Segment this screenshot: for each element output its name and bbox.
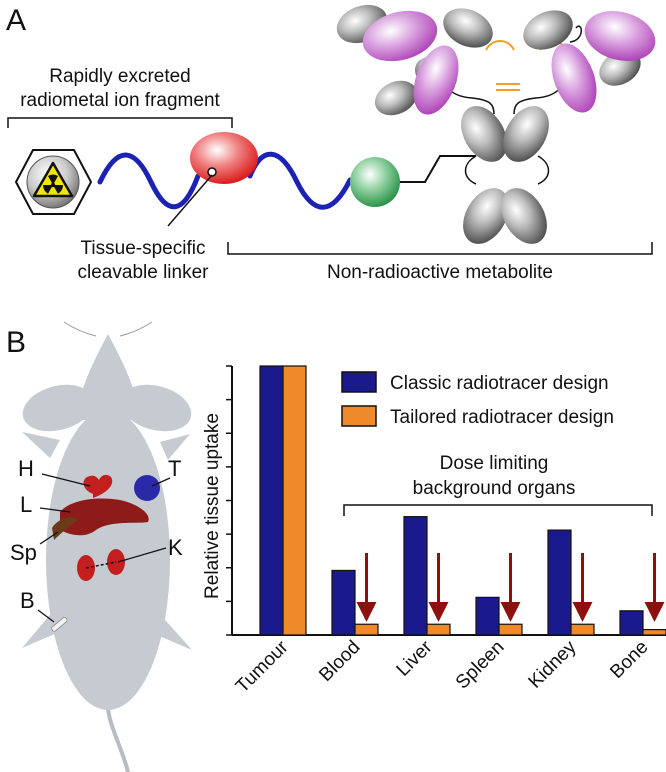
annotation-line2: background organs	[413, 478, 576, 499]
sphere-tether	[400, 155, 476, 183]
bar-tailored-liver	[426, 623, 451, 636]
metabolite-bracket	[227, 242, 653, 255]
antibody	[336, 4, 656, 244]
legend-swatch-classic	[341, 371, 377, 393]
antigen-binding-domain-2	[413, 45, 459, 115]
organ-label-bone: B	[20, 588, 35, 613]
antigen-binding-domain	[362, 10, 438, 62]
legend-label-classic: Classic radiotracer design	[390, 373, 609, 394]
linker-label-line1: Tissue-specific	[81, 238, 206, 259]
legend-label-tailored: Tailored radiotracer design	[390, 407, 614, 428]
x-tick-labels: Tumour Blood Liver Spleen Kidney Bone	[232, 636, 653, 697]
heart	[83, 474, 113, 498]
bar-classic-spleen	[475, 596, 500, 636]
reduction-arrowhead-liver	[428, 602, 449, 622]
x-tick-label-bone: Bone	[606, 637, 652, 683]
tumour	[134, 475, 160, 501]
cleavage-point	[207, 167, 217, 177]
kidney-pointer	[117, 547, 167, 563]
cleavable-site	[190, 132, 258, 184]
linker-chain-left	[97, 152, 201, 210]
heart-pointer	[41, 473, 91, 487]
fragment-label-line1: Rapidly excreted	[49, 66, 191, 87]
bar-tailored-blood	[354, 623, 379, 636]
radiometal-hexagon	[14, 149, 93, 215]
x-tick-label-spleen: Spleen	[452, 637, 509, 694]
bar-tailored-spleen	[498, 623, 523, 636]
reduction-arrowhead-spleen	[500, 602, 521, 622]
x-tick-label-liver: Liver	[393, 636, 437, 680]
legend: Classic radiotracer design Tailored radi…	[341, 371, 614, 428]
fragment-label-line2: radiometal ion fragment	[20, 90, 220, 111]
spleen-pointer	[39, 531, 59, 545]
bar-tailored-bone	[642, 629, 666, 636]
reduction-arrows	[356, 553, 665, 622]
green-sphere	[350, 157, 400, 207]
liver-pointer	[39, 507, 71, 513]
fragment-bracket	[7, 117, 233, 128]
reduction-arrowhead-kidney	[572, 602, 593, 622]
antigen-binding-domain-3	[551, 43, 597, 113]
bar-classic-liver	[403, 516, 428, 636]
panel-b-label: B	[6, 326, 26, 359]
legend-swatch-tailored	[341, 405, 377, 427]
linker-chain-right	[247, 151, 353, 210]
bar-classic-kidney	[547, 529, 572, 636]
panel-a-label: A	[6, 4, 26, 37]
organ-label-liver: L	[20, 492, 32, 517]
x-tick-label-kidney: Kidney	[525, 636, 581, 692]
bone	[51, 617, 68, 632]
spleen	[52, 517, 78, 540]
bar-classic-tumour	[259, 365, 284, 636]
organ-label-spleen: Sp	[10, 540, 37, 565]
linker-pointer	[167, 174, 213, 227]
metabolite-label: Non-radioactive metabolite	[327, 262, 553, 283]
kidney-link	[85, 561, 117, 569]
bar-tailored-tumour	[282, 365, 307, 636]
tumour-pointer	[151, 477, 171, 487]
bar-classic-blood	[331, 569, 356, 636]
organ-label-kidney: K	[168, 535, 183, 560]
bone-pointer	[37, 609, 55, 623]
x-tick-label-tumour: Tumour	[232, 636, 293, 697]
y-axis-label: Relative tissue uptake	[202, 413, 223, 599]
reduction-arrowhead-blood	[356, 602, 377, 622]
y-ticks	[226, 365, 232, 636]
organ-label-tumour: T	[168, 456, 181, 481]
annotation-bracket	[343, 504, 653, 516]
annotation-line1: Dose limiting	[440, 453, 549, 474]
liver	[60, 498, 149, 536]
radiation-icon	[42, 174, 64, 194]
linker-label-line2: cleavable linker	[78, 262, 210, 283]
antigen-binding-domain-4	[584, 11, 656, 61]
uptake-chart: Tumour Blood Liver Spleen Kidney Bone Relativ…	[202, 365, 666, 697]
organ-label-heart: H	[18, 456, 34, 481]
bar-classic-bone	[619, 610, 644, 636]
reduction-arrowhead-bone	[644, 602, 665, 622]
disulfide-bridge	[485, 40, 515, 51]
bar-tailored-kidney	[570, 623, 595, 636]
bars	[259, 365, 666, 636]
x-tick-label-blood: Blood	[315, 637, 364, 686]
